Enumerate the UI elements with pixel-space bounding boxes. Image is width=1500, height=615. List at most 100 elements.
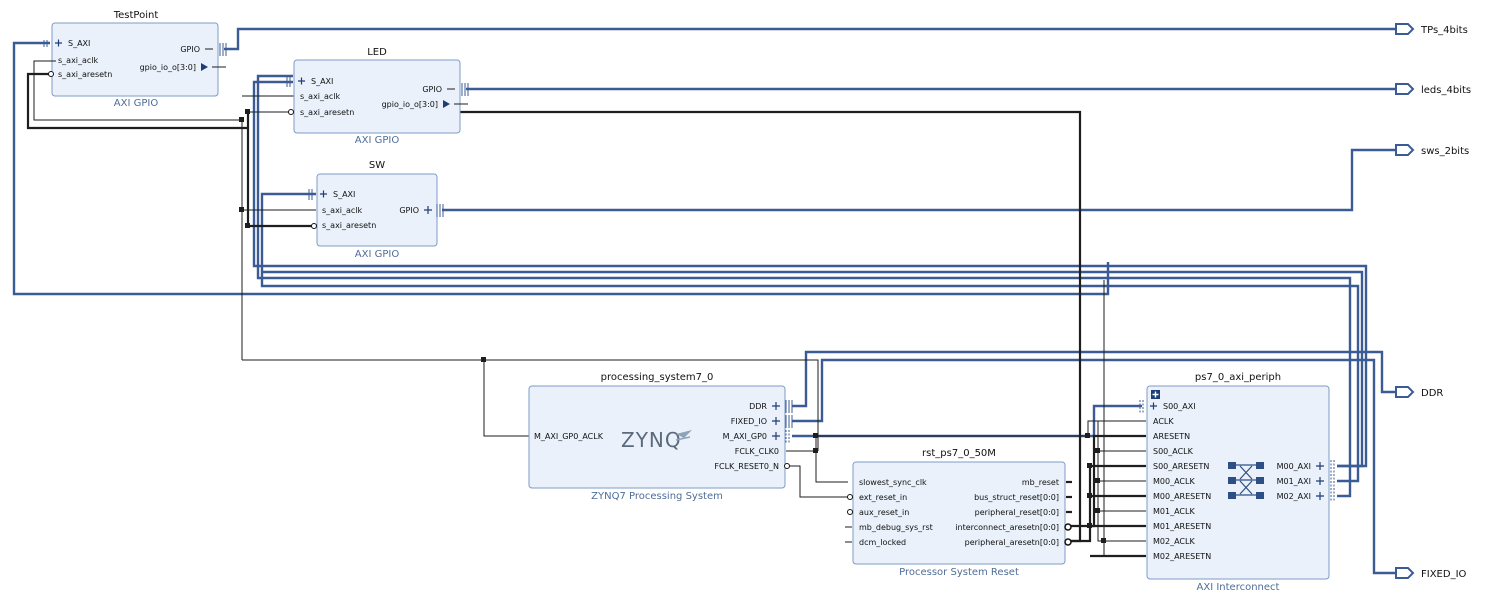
pin-gpio[interactable]: GPIO <box>399 206 419 215</box>
pin-peripheral-reset[interactable]: peripheral_reset[0:0] <box>975 508 1059 517</box>
plus-icon[interactable] <box>1316 462 1324 470</box>
block-title: SW <box>369 160 385 171</box>
wire-ddr[interactable] <box>792 350 1396 408</box>
pin-fclk-reset0-n[interactable]: FCLK_RESET0_N <box>714 462 779 471</box>
pin-m02-aresetn[interactable]: M02_ARESETN <box>1153 552 1211 561</box>
block-title: TestPoint <box>113 10 159 21</box>
pin-ext-reset-in[interactable]: ext_reset_in <box>859 493 907 502</box>
pin-m02-aclk[interactable]: M02_ACLK <box>1153 537 1195 546</box>
pin-m01-axi[interactable]: M01_AXI <box>1277 477 1311 486</box>
port-fixed-io[interactable]: FIXED_IO <box>1395 567 1467 580</box>
pin-fclk-clk0[interactable]: FCLK_CLK0 <box>735 447 779 456</box>
plus-icon[interactable] <box>772 402 780 410</box>
wire-m01-sw[interactable] <box>260 192 1360 483</box>
plus-icon[interactable] <box>424 206 432 214</box>
plus-icon[interactable] <box>320 190 327 198</box>
pin-aux-reset-in[interactable]: aux_reset_in <box>859 508 909 517</box>
bus-connector-icon[interactable] <box>785 415 793 428</box>
pin-s-axi[interactable]: S_AXI <box>68 39 90 48</box>
port-arrow-icon <box>1395 23 1415 35</box>
invert-bubble <box>288 109 294 115</box>
pin-gpio[interactable]: GPIO <box>180 45 200 54</box>
plus-icon[interactable] <box>772 417 780 425</box>
pin-m02-axi[interactable]: M02_AXI <box>1277 492 1311 501</box>
pin-s-axi-aclk[interactable]: s_axi_aclk <box>322 206 363 215</box>
bus-connector-icon[interactable] <box>436 204 444 217</box>
bus-connector-icon[interactable] <box>219 43 227 56</box>
expand-icon[interactable] <box>1151 390 1160 399</box>
pin-mb-debug-sys-rst[interactable]: mb_debug_sys_rst <box>859 523 933 532</box>
bus-connector-icon[interactable] <box>461 83 469 96</box>
pin-m00-aclk[interactable]: M00_ACLK <box>1153 477 1195 486</box>
pin-s-axi-aresetn[interactable]: s_axi_aresetn <box>300 108 354 117</box>
pin-aresetn[interactable]: ARESETN <box>1153 432 1190 441</box>
pin-dcm-locked[interactable]: dcm_locked <box>859 538 906 547</box>
bus-connector-icon[interactable] <box>308 189 313 200</box>
invert-bubble <box>1064 523 1072 531</box>
crossbar-icon <box>1228 462 1264 499</box>
pin-m00-aresetn[interactable]: M00_ARESETN <box>1153 492 1211 501</box>
bus-connector-icon[interactable] <box>785 430 790 443</box>
bus-connector-icon[interactable] <box>286 76 291 87</box>
pin-m-axi-gp0-aclk[interactable]: M_AXI_GP0_ACLK <box>534 432 604 441</box>
pin-s-axi-aresetn[interactable]: s_axi_aresetn <box>322 221 376 230</box>
bus-connector-icon[interactable] <box>1139 400 1144 413</box>
plus-icon[interactable] <box>772 432 780 440</box>
pin-s00-aresetn[interactable]: S00_ARESETN <box>1153 462 1209 471</box>
wire-m02-testpoint[interactable] <box>256 74 1352 498</box>
wire-left-loop[interactable] <box>12 41 1110 296</box>
pin-peripheral-aresetn[interactable]: peripheral_aresetn[0:0] <box>965 538 1059 547</box>
block-testpoint[interactable]: TestPoint S_AXI s_axi_aclk s_axi_aresetn… <box>43 10 227 109</box>
wire-outer-testpoint[interactable] <box>262 270 1364 468</box>
block-periph[interactable]: ps7_0_axi_periph S00_AXI ACLK ARESETN S0… <box>1139 372 1335 593</box>
pin-ddr[interactable]: DDR <box>749 402 767 411</box>
block-sw[interactable]: SW S_AXI s_axi_aclk s_axi_aresetn GPIO A… <box>308 160 444 260</box>
pin-s-axi[interactable]: S_AXI <box>333 190 355 199</box>
block-rst[interactable]: rst_ps7_0_50M slowest_sync_clk ext_reset… <box>845 448 1072 578</box>
bus-connector-icon[interactable] <box>43 40 48 47</box>
pin-m01-aclk[interactable]: M01_ACLK <box>1153 507 1195 516</box>
wire-sws[interactable] <box>442 148 1396 212</box>
pin-s00-aclk[interactable]: S00_ACLK <box>1153 447 1194 456</box>
block-type: AXI GPIO <box>114 98 159 109</box>
plus-icon[interactable] <box>1316 492 1324 500</box>
wire-fixed-io[interactable] <box>792 358 1396 575</box>
pin-mb-reset[interactable]: mb_reset <box>1022 478 1059 487</box>
pin-s-axi-aresetn[interactable]: s_axi_aresetn <box>58 70 112 79</box>
bus-connector-icon[interactable] <box>1330 460 1335 502</box>
bus-connector-icon[interactable] <box>785 400 793 413</box>
plus-icon[interactable] <box>298 77 305 85</box>
zynq-logo: ZYNQ <box>621 428 692 452</box>
block-type: Processor System Reset <box>899 567 1019 578</box>
wire-tps[interactable] <box>224 27 1396 51</box>
pin-gpio[interactable]: GPIO <box>422 85 442 94</box>
pin-m01-aresetn[interactable]: M01_ARESETN <box>1153 522 1211 531</box>
plus-icon[interactable] <box>1316 477 1324 485</box>
pin-bus-struct-reset[interactable]: bus_struct_reset[0:0] <box>974 493 1059 502</box>
pin-s-axi-aclk[interactable]: s_axi_aclk <box>300 92 341 101</box>
external-ports: TPs_4bits leds_4bits sws_2bits DDR FIXED… <box>1395 23 1471 580</box>
port-tps-4bits[interactable]: TPs_4bits <box>1395 23 1468 36</box>
pin-gpio-io-o[interactable]: gpio_io_o[3:0] <box>140 63 196 72</box>
port-ddr[interactable]: DDR <box>1395 386 1443 399</box>
pin-fixed-io[interactable]: FIXED_IO <box>731 417 767 426</box>
pin-m00-axi[interactable]: M00_AXI <box>1277 462 1311 471</box>
port-sws-2bits[interactable]: sws_2bits <box>1395 144 1469 157</box>
plus-icon[interactable] <box>55 39 62 47</box>
svg-text:DDR: DDR <box>1421 388 1443 399</box>
pin-s-axi[interactable]: S_AXI <box>311 77 333 86</box>
svg-text:sws_2bits: sws_2bits <box>1421 146 1469 157</box>
block-led[interactable]: LED S_AXI s_axi_aclk s_axi_aresetn GPIO … <box>286 47 469 146</box>
pin-s00-axi[interactable]: S00_AXI <box>1163 402 1196 411</box>
pin-slowest-sync-clk[interactable]: slowest_sync_clk <box>859 478 927 487</box>
block-ps7[interactable]: processing_system7_0 M_AXI_GP0_ACLK ZYNQ… <box>528 372 793 502</box>
port-leds-4bits[interactable]: leds_4bits <box>1395 83 1471 96</box>
pin-aclk[interactable]: ACLK <box>1153 417 1174 426</box>
pin-gpio-io-o[interactable]: gpio_io_o[3:0] <box>382 100 438 109</box>
pin-m-axi-gp0[interactable]: M_AXI_GP0 <box>723 432 767 441</box>
pin-s-axi-aclk[interactable]: s_axi_aclk <box>58 56 99 65</box>
svg-text:FIXED_IO: FIXED_IO <box>1421 569 1467 580</box>
output-arrow-icon <box>201 63 208 71</box>
pin-interconnect-aresetn[interactable]: interconnect_aresetn[0:0] <box>955 523 1059 532</box>
plus-icon[interactable] <box>1150 402 1157 410</box>
